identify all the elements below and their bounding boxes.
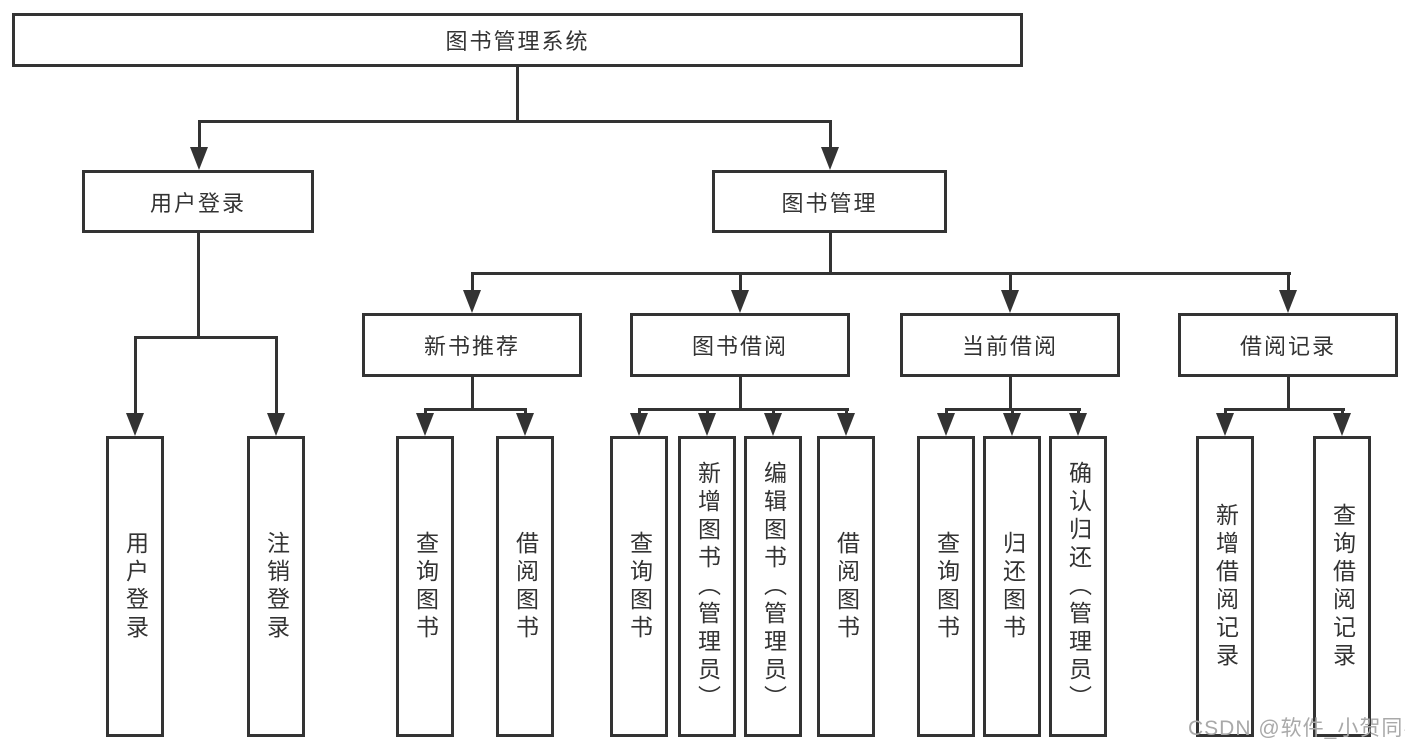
arrow-down-icon	[516, 413, 534, 436]
node-label: 查询图书	[412, 530, 439, 643]
leaf-borrow-edit-books-admin: 编辑图书（管理员）	[744, 436, 802, 737]
node-label: 归还图书	[999, 530, 1026, 643]
node-book-borrow: 图书借阅	[630, 313, 850, 377]
connector-line	[471, 377, 474, 408]
arrow-down-icon	[1001, 290, 1019, 313]
node-label: 查询借阅记录	[1329, 502, 1356, 671]
watermark-text: CSDN @软件_小贺同学	[1188, 717, 1405, 740]
node-label: 新书推荐	[423, 334, 520, 359]
leaf-records-add-borrow-record: 新增借阅记录	[1196, 436, 1254, 737]
arrow-down-icon	[630, 413, 648, 436]
leaf-records-query-borrow-record: 查询借阅记录	[1313, 436, 1371, 737]
connector-line	[424, 408, 527, 411]
node-label: 编辑图书（管理员）	[760, 460, 787, 713]
connector-line	[516, 66, 519, 120]
leaf-borrow-query-books: 查询图书	[610, 436, 668, 737]
connector-line	[638, 408, 849, 411]
connector-line	[829, 233, 832, 272]
connector-line	[945, 408, 1081, 411]
node-label: 注销登录	[263, 530, 290, 643]
node-label: 查询图书	[626, 530, 653, 643]
arrow-down-icon	[416, 413, 434, 436]
connector-line	[739, 377, 742, 408]
connector-line	[134, 339, 137, 417]
arrow-down-icon	[1216, 413, 1234, 436]
connector-line	[829, 123, 832, 151]
connector-line	[471, 272, 1291, 275]
node-label: 新增图书（管理员）	[694, 460, 721, 713]
node-label: 新增借阅记录	[1212, 502, 1239, 671]
arrow-down-icon	[126, 413, 144, 436]
node-current-borrow: 当前借阅	[900, 313, 1120, 377]
node-book-management: 图书管理	[712, 170, 947, 233]
leaf-logout: 注销登录	[247, 436, 305, 737]
node-label: 借阅图书	[833, 530, 860, 643]
node-label: 用户登录	[122, 530, 149, 643]
arrow-down-icon	[463, 290, 481, 313]
connector-line	[1287, 377, 1290, 408]
arrow-down-icon	[1279, 290, 1297, 313]
connector-line	[134, 336, 278, 339]
node-borrow-records: 借阅记录	[1178, 313, 1398, 377]
leaf-borrow-borrow-books: 借阅图书	[817, 436, 875, 737]
leaf-recommend-borrow-books: 借阅图书	[496, 436, 554, 737]
leaf-current-confirm-return-admin: 确认归还（管理员）	[1049, 436, 1107, 737]
arrow-down-icon	[731, 290, 749, 313]
connector-line	[275, 339, 278, 417]
arrow-down-icon	[821, 147, 839, 170]
node-label: 图书借阅	[691, 334, 788, 359]
connector-line	[1009, 377, 1012, 408]
leaf-recommend-query-books: 查询图书	[396, 436, 454, 737]
connector-line	[1224, 408, 1345, 411]
node-root-library-system: 图书管理系统	[12, 13, 1023, 67]
node-new-book-recommend: 新书推荐	[362, 313, 582, 377]
node-label: 借阅图书	[512, 530, 539, 643]
node-label: 用户登录	[149, 190, 246, 216]
arrow-down-icon	[837, 413, 855, 436]
arrow-down-icon	[1003, 413, 1021, 436]
connector-line	[1009, 275, 1012, 293]
node-label: 查询图书	[933, 530, 960, 643]
arrow-down-icon	[1069, 413, 1087, 436]
leaf-borrow-add-books-admin: 新增图书（管理员）	[678, 436, 736, 737]
leaf-current-query-books: 查询图书	[917, 436, 975, 737]
arrow-down-icon	[267, 413, 285, 436]
connector-line	[198, 120, 832, 123]
leaf-user-login: 用户登录	[106, 436, 164, 737]
arrow-down-icon	[764, 413, 782, 436]
connector-line	[471, 275, 474, 293]
arrow-down-icon	[698, 413, 716, 436]
node-label: 借阅记录	[1239, 334, 1336, 359]
node-label: 确认归还（管理员）	[1065, 460, 1092, 713]
leaf-current-return-books: 归还图书	[983, 436, 1041, 737]
connector-line	[197, 233, 200, 336]
node-label: 当前借阅	[961, 334, 1058, 359]
node-label: 图书管理	[781, 190, 878, 216]
connector-line	[739, 275, 742, 293]
node-label: 图书管理系统	[445, 29, 590, 54]
connector-line	[198, 123, 201, 151]
arrow-down-icon	[937, 413, 955, 436]
arrow-down-icon	[1333, 413, 1351, 436]
arrow-down-icon	[190, 147, 208, 170]
connector-line	[1287, 275, 1290, 293]
node-user-login: 用户登录	[82, 170, 314, 233]
